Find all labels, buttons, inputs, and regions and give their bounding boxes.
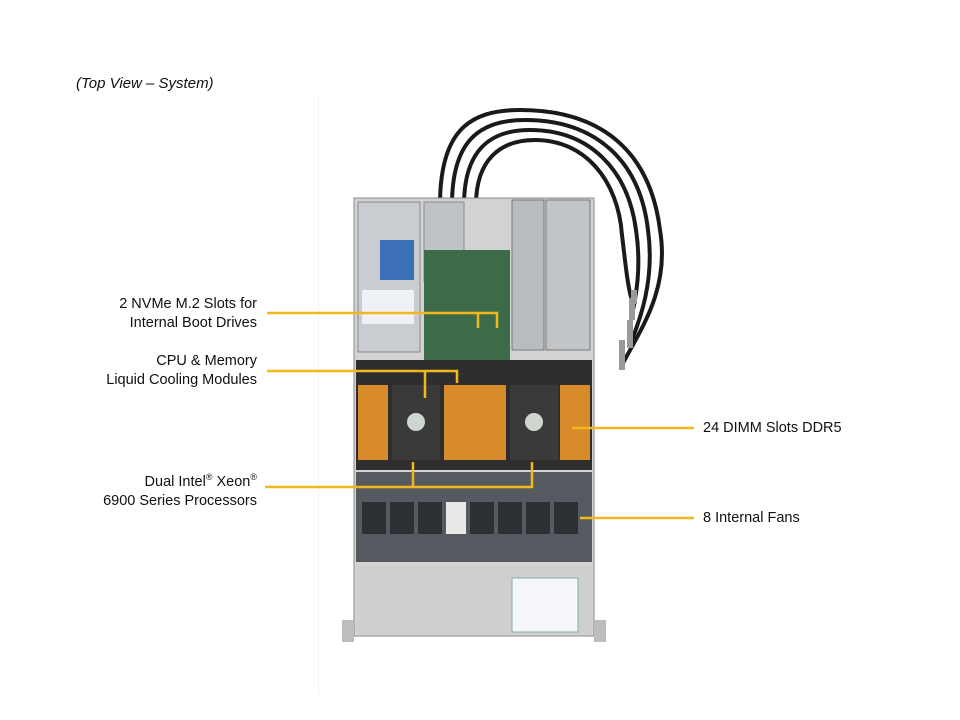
cooling-callout-label: CPU & Memory Liquid Cooling Modules xyxy=(106,353,257,388)
cpu-callout-line xyxy=(265,462,534,489)
riser-sticker xyxy=(362,290,414,324)
front-ear-left xyxy=(342,620,354,642)
hose-connectors xyxy=(619,290,637,370)
cooling-callout-line xyxy=(267,369,459,383)
motherboard-rear xyxy=(424,250,510,360)
nvme-callout-line xyxy=(267,311,499,328)
cpu-callout-label: Dual Intel® Xeon® 6900 Series Processors xyxy=(103,472,257,509)
cpu-cold-plates xyxy=(392,385,558,460)
view-caption: (Top View – System) xyxy=(76,75,214,92)
dimm-slots xyxy=(358,385,590,460)
nvme-callout-label: 2 NVMe M.2 Slots for Internal Boot Drive… xyxy=(119,296,257,331)
front-ear-right xyxy=(594,620,606,642)
dimm-callout-label: 24 DIMM Slots DDR5 xyxy=(703,420,842,436)
riser-label xyxy=(380,240,414,280)
psu-2 xyxy=(545,199,591,351)
psu-1 xyxy=(511,199,545,351)
service-label xyxy=(511,577,579,633)
divider xyxy=(318,95,319,695)
fans xyxy=(362,502,578,534)
fans-callout-label: 8 Internal Fans xyxy=(703,510,800,526)
liquid-cooling-hoses xyxy=(438,107,664,366)
callout-lines xyxy=(265,311,694,520)
